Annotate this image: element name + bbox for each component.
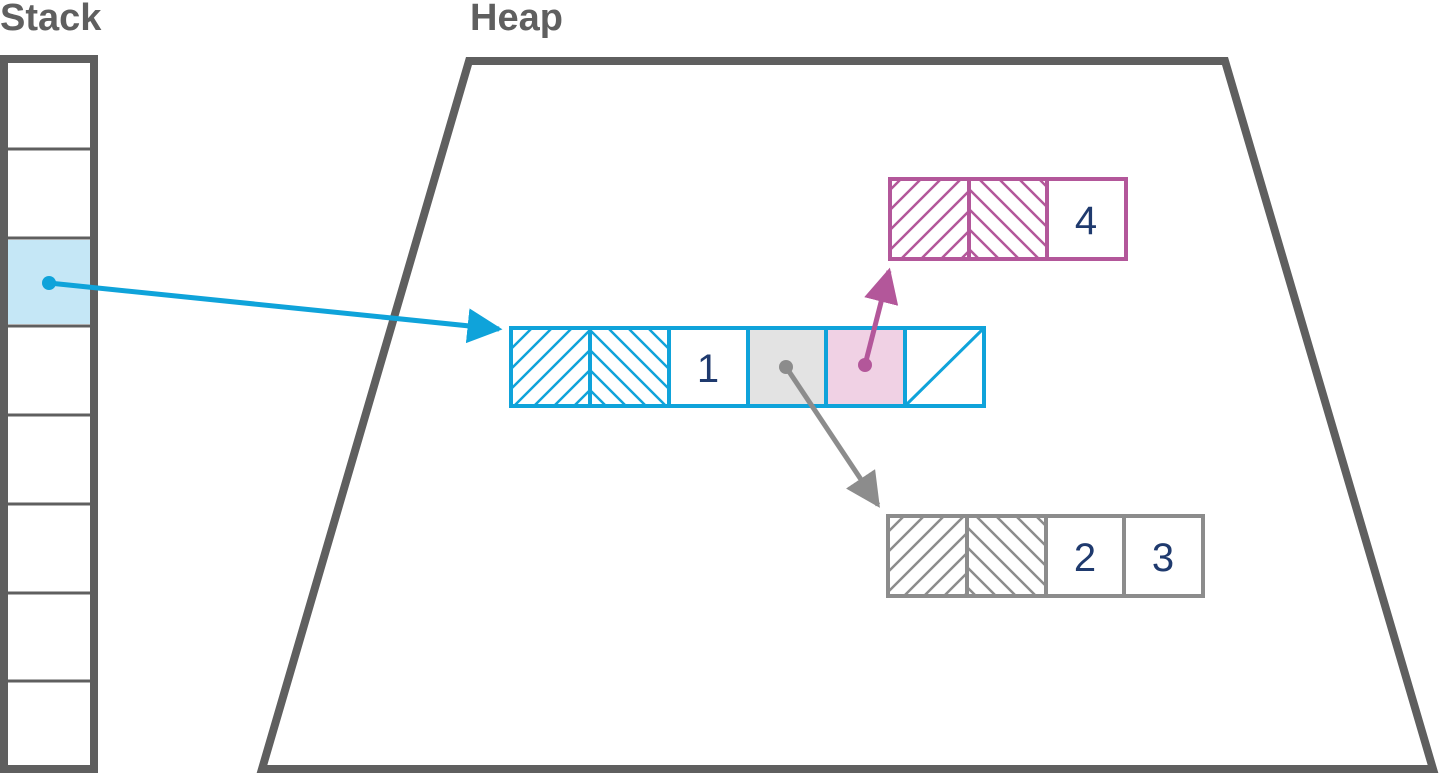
pointer-origin-dot — [779, 360, 793, 374]
pink-pointer-arrow — [862, 267, 899, 366]
pink-object-border — [888, 177, 1128, 261]
pink-object: 4 — [888, 177, 1128, 261]
header-cell-hatched — [967, 516, 1046, 596]
gray-object-value-1: 2 — [1074, 536, 1096, 580]
header-cell-hatched — [888, 516, 967, 596]
pointer-arrows — [42, 267, 899, 508]
header-cell-hatched — [511, 328, 590, 406]
heap-region — [256, 57, 1439, 773]
pointer-origin-dot — [858, 358, 872, 372]
stack-to-heap-arrow — [48, 280, 503, 344]
header-cell-hatched — [890, 179, 969, 259]
header-cell-hatched — [590, 328, 669, 406]
gray-object-value-2: 3 — [1152, 536, 1174, 580]
heap-title: Heap — [470, 0, 563, 39]
stack-column — [0, 55, 98, 773]
outer-object-value: 1 — [697, 347, 719, 391]
pointer-origin-dot — [42, 276, 56, 290]
pink-object-value-text: 4 — [1075, 199, 1097, 243]
gray-object: 2 3 — [886, 514, 1205, 598]
gray-pointer-arrow — [783, 365, 881, 508]
stack-title: Stack — [0, 0, 102, 39]
null-cell-slash — [903, 326, 986, 408]
header-cell-hatched — [969, 179, 1047, 259]
